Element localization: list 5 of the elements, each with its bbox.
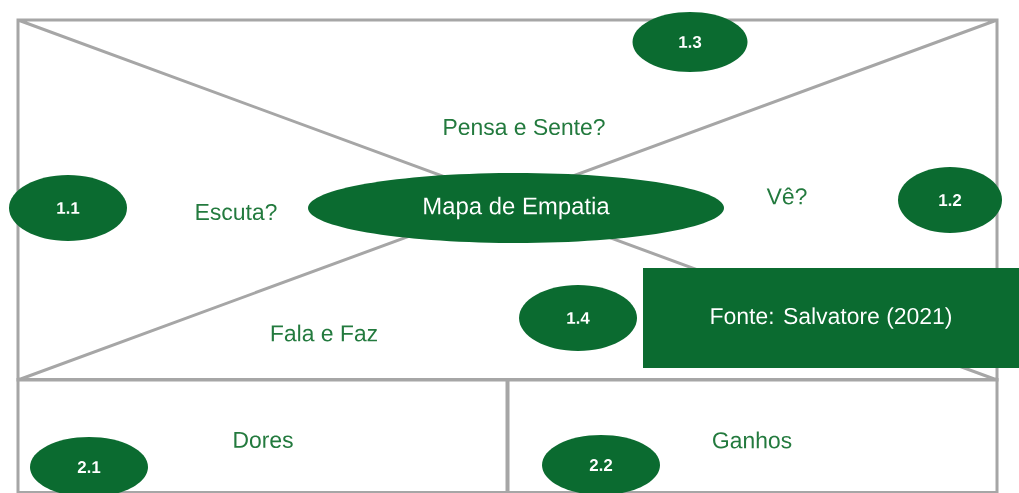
quadrant-label: Vê? xyxy=(766,187,807,205)
source-box: Fonte: Salvatore (2021) xyxy=(643,268,1019,368)
quadrant-label: Escuta? xyxy=(196,203,277,221)
quadrant-label: Pensa e Sente? xyxy=(444,118,605,136)
quadrant-label: Fala e Faz xyxy=(271,324,377,342)
